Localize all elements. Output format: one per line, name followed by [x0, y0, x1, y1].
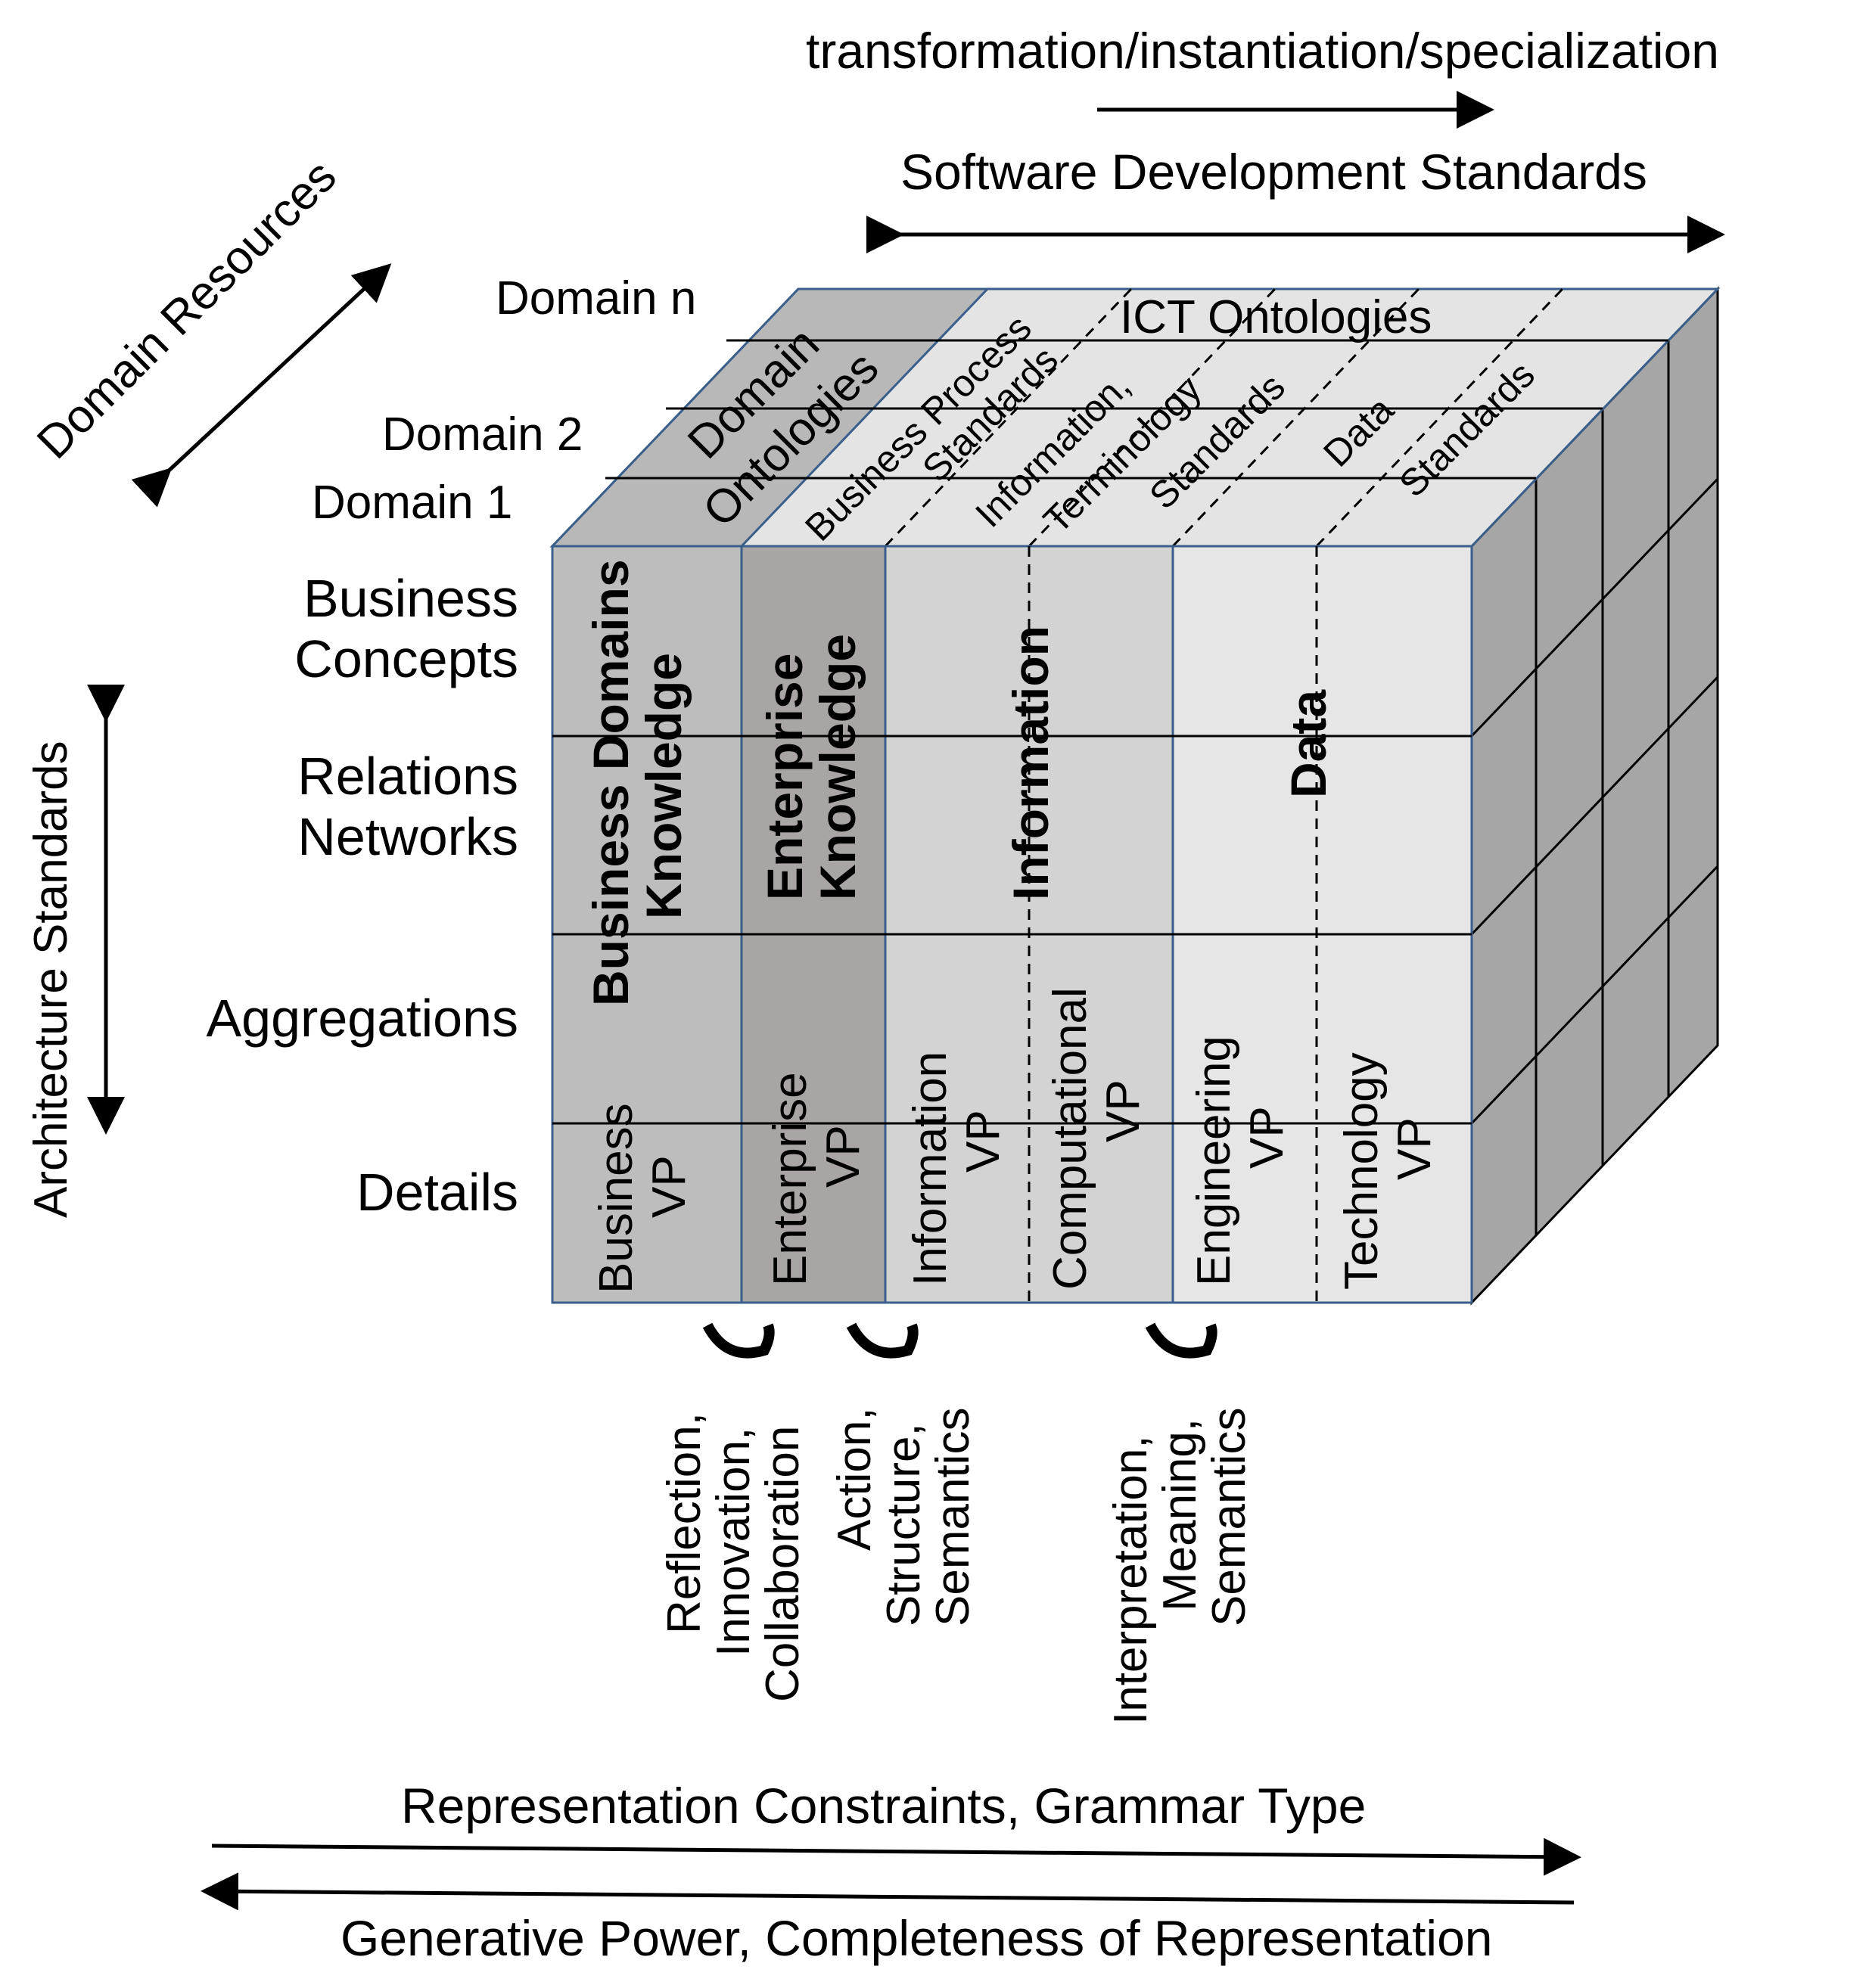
domain-n-label: Domain n [496, 272, 696, 325]
transformation-label: transformation/instantiation/specializat… [806, 23, 1719, 79]
group2-line1: Action, [829, 1407, 881, 1551]
enterprise-column [742, 546, 885, 1303]
bdk-text-1: Business Domains [583, 559, 639, 1006]
ek-text-1: Enterprise [757, 654, 813, 900]
top-col-divider-2 [1028, 287, 1277, 548]
representation-label: Representation Constraints, Grammar Type [401, 1778, 1366, 1834]
top-col-divider-1 [884, 287, 1133, 548]
generative-label: Generative Power, Completeness of Repres… [341, 1910, 1493, 1966]
information-text: Information [1003, 626, 1059, 900]
business-column [552, 546, 742, 1303]
cube: Domain Ontologies ICT Ontologies Busines… [549, 286, 1721, 1306]
computational-vp-suffix: VP [1097, 1079, 1149, 1142]
top-col-divider-4 [1315, 287, 1564, 548]
domain-2-label: Domain 2 [382, 408, 583, 461]
software-dev-label: Software Development Standards [900, 144, 1647, 200]
group2-line3: Semantics [927, 1408, 979, 1626]
information-vp-suffix: VP [957, 1110, 1009, 1173]
row-label-details: Details [356, 1163, 518, 1222]
technology-vp-text: Technology [1336, 1052, 1388, 1290]
technology-vp-suffix: VP [1388, 1117, 1441, 1180]
cube-front-outline [551, 545, 1473, 1304]
ict-ontologies-text: ICT Ontologies [1120, 291, 1432, 343]
domain-resources-label: Domain Resources [27, 150, 347, 469]
business-vp-suffix: VP [643, 1155, 695, 1218]
business-vp-text: Business [590, 1103, 642, 1294]
information-column [885, 546, 1173, 1303]
group3-line2: Meaning, [1154, 1418, 1206, 1611]
group1-line2: Innovation, [707, 1427, 760, 1657]
bdk-text-2: Knowledge [636, 653, 692, 919]
row-label-aggregations: Aggregations [206, 989, 518, 1048]
brace-1-icon [702, 1322, 775, 1359]
brace-2-icon [846, 1322, 919, 1359]
group3-line1: Interpretation, [1105, 1435, 1157, 1725]
enterprise-vp-text: Enterprise [764, 1072, 816, 1286]
computational-vp-text: Computational [1044, 987, 1096, 1290]
architecture-standards-label: Architecture Standards [25, 741, 77, 1218]
engineering-vp-suffix: VP [1241, 1106, 1293, 1169]
side-row-line-2 [1470, 676, 1719, 936]
generative-arrow [201, 1872, 1575, 1911]
ek-text-2: Knowledge [810, 634, 866, 900]
group1-line1: Reflection, [658, 1412, 711, 1634]
row-label-networks: Networks [297, 807, 518, 866]
group1-line3: Collaboration [757, 1426, 809, 1702]
row-label-business: Business [303, 569, 518, 628]
group2-line2: Structure, [878, 1423, 930, 1626]
domain-1-label: Domain 1 [312, 477, 512, 529]
data-text: Data [1280, 689, 1336, 798]
engineering-vp-text: Engineering [1188, 1036, 1240, 1286]
row-label-relations: Relations [297, 747, 518, 806]
information-vp-text: Information [904, 1051, 956, 1286]
brace-3-icon [1145, 1322, 1217, 1359]
representation-arrow [211, 1837, 1581, 1876]
row-label-concepts: Concepts [294, 629, 518, 688]
group3-line3: Semantics [1203, 1408, 1255, 1626]
enterprise-vp-suffix: VP [817, 1125, 869, 1188]
side-row-line-3 [1470, 865, 1719, 1125]
side-row-line-1 [1470, 477, 1719, 738]
domain-resources-arrow [131, 263, 392, 508]
top-col-divider-3 [1171, 287, 1420, 548]
